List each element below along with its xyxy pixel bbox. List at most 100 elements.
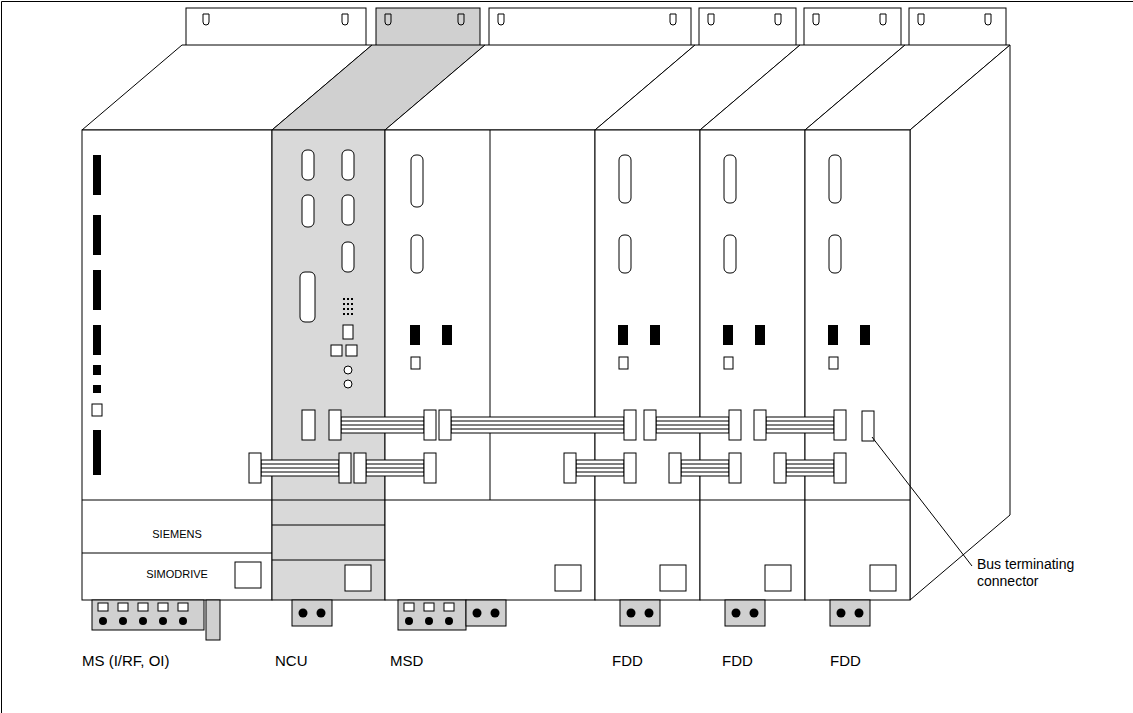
- ribbon-body: [261, 460, 339, 476]
- led-bar: [93, 430, 101, 475]
- ribbon-plug: [339, 453, 351, 483]
- terminal-screw: [405, 617, 413, 625]
- ribbon-cable: [774, 453, 846, 483]
- screw-hole: [203, 14, 209, 25]
- ribbon-wire: [341, 425, 424, 426]
- ribbon-wire: [786, 464, 834, 465]
- ribbon-cable: [669, 453, 741, 483]
- terminal-slot: [424, 603, 434, 611]
- drive-module: FDD: [805, 130, 910, 600]
- sub-d-connector: [300, 150, 841, 322]
- ribbon-plug: [354, 453, 366, 483]
- ribbon-plug: [564, 453, 576, 483]
- terminal-screw: [139, 617, 147, 625]
- module-name: MSD: [390, 652, 423, 669]
- ribbon-plug: [424, 410, 436, 440]
- ribbon-plug: [424, 453, 436, 483]
- terminal-screw: [119, 617, 127, 625]
- led-bar: [93, 365, 101, 375]
- ribbon-wire: [656, 421, 729, 422]
- terminal-slot: [138, 603, 148, 611]
- terminal-screw: [627, 609, 636, 618]
- screw-hole: [458, 14, 464, 25]
- ncu-controls: [302, 410, 315, 440]
- terminal-block: [725, 600, 765, 626]
- ribbon-wire: [576, 464, 624, 465]
- module-name: FDD: [830, 652, 861, 669]
- ribbon-cable: [644, 410, 741, 440]
- led-bar: [650, 325, 660, 345]
- sub-d-connector: [829, 155, 841, 203]
- ribbon-plug: [439, 410, 451, 440]
- ribbon-wire: [656, 429, 729, 430]
- terminal-slot: [404, 603, 414, 611]
- dip-switch: [343, 298, 353, 315]
- terminal-slot: [444, 603, 454, 611]
- screw-hole: [498, 14, 504, 25]
- led-bar: [828, 325, 838, 345]
- dip-switch: [347, 308, 349, 310]
- dip-switch: [347, 298, 349, 300]
- ribbon-plug: [669, 453, 681, 483]
- terminal-slot: [158, 603, 168, 611]
- ribbon-wire: [366, 468, 424, 469]
- ribbon-wire: [261, 464, 339, 465]
- ncu-controls: [346, 345, 357, 356]
- drive-module: SIEMENSSIMODRIVEMS (I/RF, OI): [82, 130, 272, 600]
- ribbon-cable: [249, 453, 351, 483]
- drive-module: FDD: [595, 130, 700, 600]
- led-bar: [93, 155, 870, 475]
- ribbon-plug: [754, 410, 766, 440]
- terminal-block: [466, 600, 506, 626]
- mounting-tab: [699, 8, 796, 48]
- module-front: [700, 130, 805, 600]
- ribbon-cable: [354, 453, 436, 483]
- brand-text: SIEMENS: [122, 528, 232, 541]
- leader-line: [872, 437, 972, 566]
- ribbon-wire: [366, 472, 424, 473]
- screw-hole: [342, 14, 348, 25]
- ribbon-wire: [656, 425, 729, 426]
- module-name: FDD: [612, 652, 643, 669]
- terminal-screw: [732, 609, 741, 618]
- ribbon-body: [681, 460, 729, 476]
- screw-hole: [918, 14, 924, 25]
- frame-line: [1, 2, 2, 713]
- led-bar: [410, 325, 420, 345]
- ribbon-wire: [341, 421, 424, 422]
- ribbon-wire: [261, 472, 339, 473]
- ribbon-body: [656, 417, 729, 433]
- dip-switch: [343, 303, 345, 305]
- ribbon-body: [786, 460, 834, 476]
- ribbon-wire: [261, 468, 339, 469]
- led-bar: [860, 325, 870, 345]
- terminal-slot: [98, 603, 108, 611]
- ribbon-plug: [624, 410, 636, 440]
- module-side: [910, 45, 1010, 600]
- screw-hole: [813, 14, 819, 25]
- module-side: [910, 45, 1010, 600]
- ribbon-wire: [681, 464, 729, 465]
- ribbon-cable: [329, 410, 436, 440]
- ribbon-plug: [624, 453, 636, 483]
- ribbon-plug: [329, 410, 341, 440]
- module-name: FDD: [722, 652, 753, 669]
- screw-hole: [880, 14, 886, 25]
- module-front: [385, 130, 595, 600]
- label-window: [235, 562, 896, 591]
- ribbon-plug: [774, 453, 786, 483]
- sub-d-connector: [619, 155, 631, 203]
- terminal-screw: [855, 609, 864, 618]
- ribbon-wire: [766, 429, 834, 430]
- drive-module: NCU: [272, 130, 385, 600]
- terminal-screw: [179, 617, 187, 625]
- sub-d-connector: [342, 195, 354, 225]
- sub-d-connector: [342, 242, 354, 272]
- label-window: [660, 565, 686, 591]
- mounting-tab: [186, 8, 1006, 48]
- ribbon-cable: [439, 410, 636, 440]
- ribbon-body: [451, 417, 624, 433]
- panel-divider: [82, 130, 910, 560]
